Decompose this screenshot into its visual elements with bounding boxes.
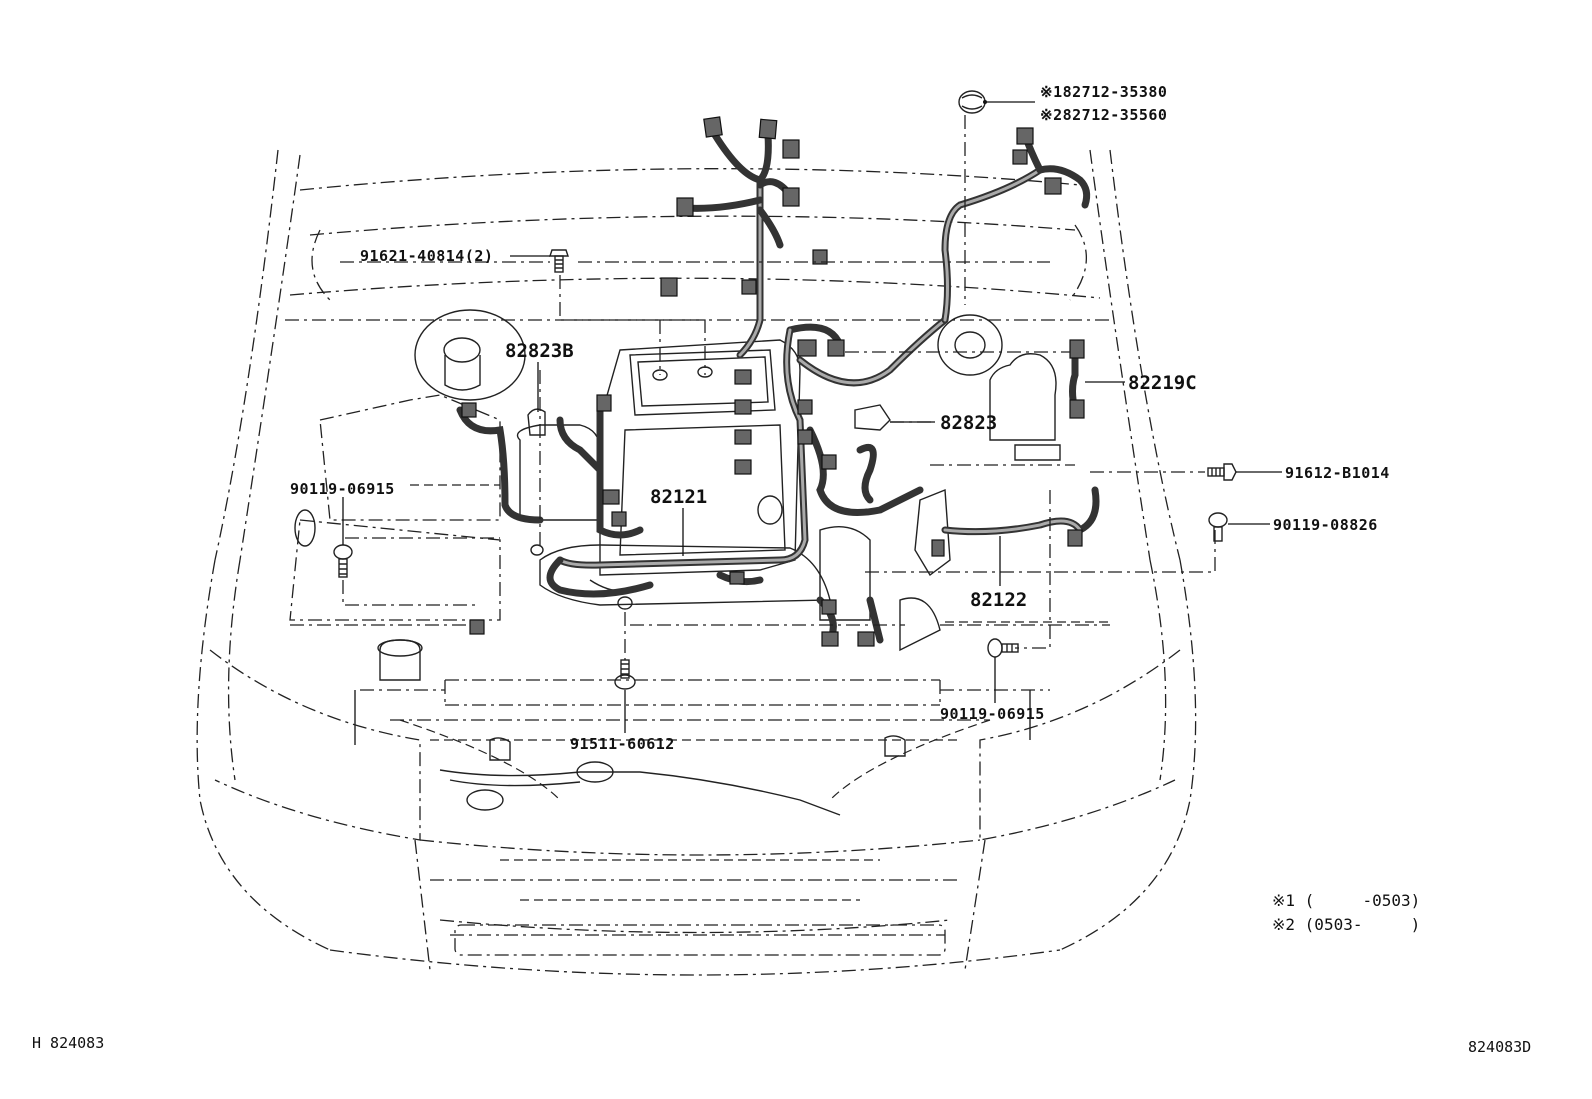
part-labels: ※182712-35380 ※282712-35560 91621-40814(… — [290, 83, 1390, 753]
bolt-90119-08826-icon — [1208, 512, 1228, 542]
label-leaders — [342, 100, 1282, 733]
bolt-91511-icon — [614, 596, 636, 690]
label-wire-82122: 82122 — [970, 589, 1027, 611]
label-bolt-91511: 91511-60612 — [570, 735, 675, 753]
label-protector-82219c: 82219C — [1128, 372, 1197, 394]
wire-harness-82122 — [856, 131, 1100, 536]
label-bolt-90119-right: 90119-06915 — [940, 705, 1045, 723]
diagram-code-left: H 824083 — [32, 1034, 104, 1052]
label-grommet-1: ※182712-35380 — [1040, 83, 1167, 101]
diagram-code-right: 824083D — [1468, 1038, 1531, 1056]
legend-notes: ※1 ( -0503) ※2 (0503- ) — [1272, 891, 1420, 934]
label-grommet-2: ※282712-35560 — [1040, 106, 1167, 124]
label-bolt-90119-left: 90119-06915 — [290, 480, 395, 498]
grommet-icon — [958, 90, 986, 114]
wire-harness-82121 — [456, 131, 949, 644]
label-clamp-82823b: 82823B — [505, 340, 574, 362]
label-bolt-90119-08826: 90119-08826 — [1273, 516, 1378, 534]
bolt-91621-icon — [549, 249, 569, 273]
bolt-91612-icon — [1207, 463, 1237, 481]
bolt-90119-right-icon — [987, 638, 1019, 658]
label-bolt-91621: 91621-40814(2) — [360, 247, 493, 265]
note-2: ※2 (0503- ) — [1272, 915, 1420, 934]
reference-lines — [340, 115, 1216, 660]
label-bolt-91612: 91612-B1014 — [1285, 464, 1390, 482]
clamp-82823b-icon — [527, 408, 546, 556]
bolt-90119-left-icon — [333, 544, 353, 578]
label-wire-82121: 82121 — [650, 486, 707, 508]
note-1: ※1 ( -0503) — [1272, 891, 1420, 910]
connectors — [461, 116, 1085, 647]
label-clamp-82823: 82823 — [940, 412, 997, 434]
